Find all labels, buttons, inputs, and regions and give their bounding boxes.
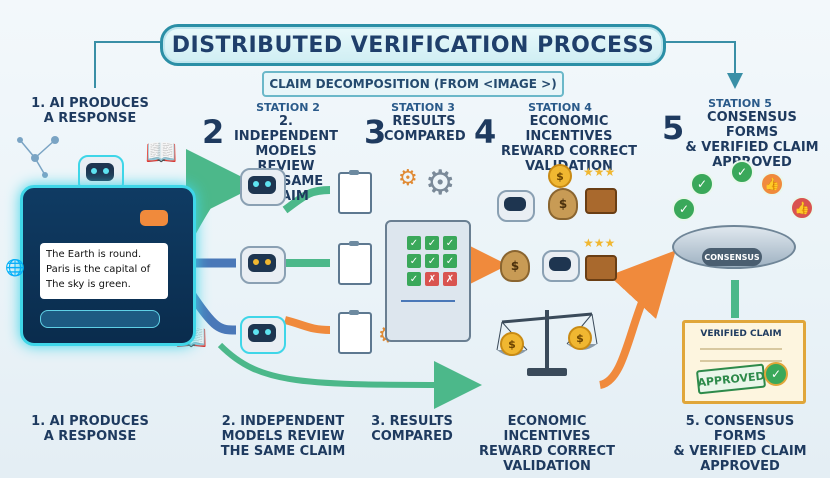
chat-icon: [140, 210, 168, 226]
thumbs-up-icon: 👍: [790, 196, 814, 220]
treasure-chest-icon: [585, 188, 617, 214]
claims-bubble: The Earth is round. Paris is the capital…: [40, 243, 168, 299]
check-cell: ✓: [407, 254, 421, 268]
claim-item: The Earth is round.: [46, 247, 162, 262]
station3-caption: STATION 3: [383, 100, 463, 115]
consensus-label: CONSENSUS: [702, 248, 762, 266]
check-cell: ✓: [443, 236, 457, 250]
money-bag-icon: $: [548, 188, 578, 220]
check-icon: ✓: [672, 197, 696, 221]
validator-robot-icon: [542, 250, 580, 282]
globe-icon: 🌐: [5, 258, 25, 277]
check-icon: ✓: [730, 160, 754, 184]
gear-icon: ⚙: [398, 168, 418, 190]
book-icon: 📖: [145, 140, 177, 166]
check-cell: ✓: [443, 254, 457, 268]
step2-number: 2: [202, 116, 224, 148]
station4-caption: STATION 4: [520, 100, 600, 115]
clipboard-icon: [338, 243, 372, 285]
check-cell: ✓: [407, 272, 421, 286]
page-title: DISTRIBUTED VERIFICATION PROCESS: [160, 24, 666, 66]
cross-cell: ✗: [443, 272, 457, 286]
station2-caption: STATION 2: [248, 100, 328, 115]
check-cell: ✓: [407, 236, 421, 250]
check-cell: ✓: [425, 254, 439, 268]
waveform-icon: [401, 300, 455, 316]
treasure-chest-icon: [585, 255, 617, 281]
claim-item: Paris is the capital of: [46, 262, 162, 277]
station5-caption: STATION 5: [700, 96, 780, 111]
check-badge-icon: ✓: [764, 362, 788, 386]
results-comparison-panel: ✓ ✓ ✓ ✓ ✓ ✓ ✓ ✗ ✗: [385, 220, 471, 342]
clipboard-icon: [338, 172, 372, 214]
step3-number: 3: [364, 116, 386, 148]
reviewer-robot-icon: [240, 246, 286, 284]
chat-input-bar: [40, 310, 160, 328]
step5-number: 5: [662, 112, 684, 144]
certificate-lines: [700, 348, 782, 362]
step4-number: 4: [474, 116, 496, 148]
gear-icon: ⚙: [425, 172, 455, 194]
coin-icon: $: [500, 332, 524, 356]
coin-icon: $: [568, 326, 592, 350]
coin-icon: $: [548, 164, 572, 188]
money-bag-icon: $: [500, 250, 530, 282]
reviewer-robot-icon: [240, 316, 286, 354]
stars-icon: ★★★: [583, 165, 615, 179]
certificate-title: VERIFIED CLAIM: [700, 329, 782, 343]
subtitle: CLAIM DECOMPOSITION (FROM <IMAGE >): [262, 71, 564, 97]
cross-cell: ✗: [425, 272, 439, 286]
stars-icon: ★★★: [583, 236, 615, 250]
clipboard-icon: [338, 312, 372, 354]
check-icon: ✓: [690, 172, 714, 196]
claim-item: The sky is green.: [46, 277, 162, 292]
check-cell: ✓: [425, 236, 439, 250]
thumbs-up-icon: 👍: [760, 172, 784, 196]
validator-robot-icon: [497, 190, 535, 222]
reviewer-robot-icon: [240, 168, 286, 206]
